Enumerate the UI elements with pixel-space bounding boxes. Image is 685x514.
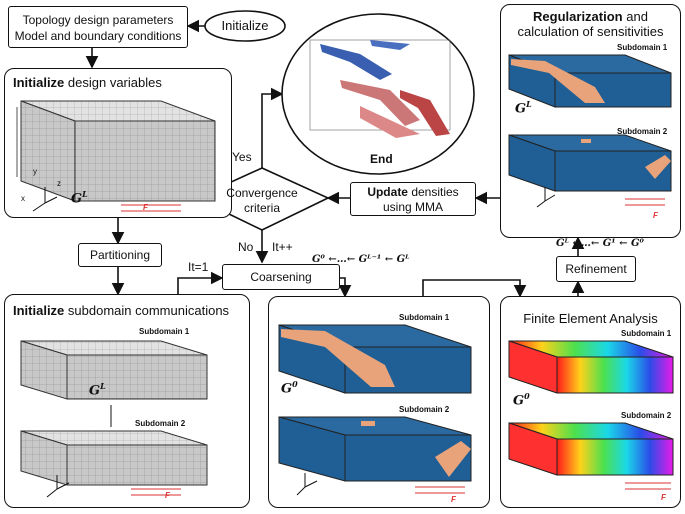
- init-design-title: Initialize design variables: [13, 75, 162, 90]
- subdomain-2-label: Subdomain 2: [399, 405, 450, 414]
- subdomain-1-label: Subdomain 1: [139, 327, 190, 336]
- subdomain-1-label: Subdomain 1: [399, 313, 450, 322]
- subdomain-1-label: Subdomain 1: [617, 43, 668, 52]
- force-label: F: [451, 495, 456, 504]
- convergence-line1: Convergence: [226, 186, 298, 200]
- design-params-line2: Model and boundary conditions: [14, 29, 182, 43]
- end-label: End: [370, 152, 393, 166]
- subdomain-1-label: Subdomain 1: [621, 329, 672, 338]
- force-label: F: [653, 211, 658, 220]
- refinement-label: Refinement: [565, 262, 627, 276]
- yes-label: Yes: [232, 150, 252, 164]
- partitioning-box: Partitioning: [78, 243, 162, 267]
- itpp-label: It++: [272, 240, 293, 254]
- subdomain-2-label: Subdomain 2: [621, 411, 672, 420]
- optimized-structure: [309, 39, 451, 138]
- design-mesh-block: [16, 100, 216, 212]
- regularization-line2: calculation of sensitivities: [517, 24, 664, 39]
- g-level-label: G0: [281, 379, 298, 397]
- fea-panel: Finite Element Analysis Subdomain 1 G0 S…: [500, 296, 681, 508]
- g-level-label: GL: [71, 189, 88, 207]
- coarsening-formula: G⁰ ←…← Gᴸ⁻¹ ← Gᴸ: [312, 254, 410, 265]
- init-design-panel: Initialize design variables y x z GL F: [4, 68, 232, 218]
- coarse-panel: Subdomain 1 G0 Subdomain 2 F: [268, 296, 490, 508]
- update-line2: using MMA: [382, 200, 444, 214]
- subdomain-2-label: Subdomain 2: [135, 419, 186, 428]
- g-level-label: GL: [89, 381, 106, 399]
- partitioning-label: Partitioning: [89, 248, 151, 262]
- subdomain-blocks: [20, 340, 208, 498]
- regularization-panel: Regularization and calculation of sensit…: [500, 4, 681, 238]
- initialize-label: Initialize: [221, 18, 269, 33]
- fea-blocks: [508, 340, 674, 490]
- force-label: F: [165, 491, 170, 500]
- design-params-line1: Topology design parameters: [22, 13, 174, 27]
- axis-y: y: [33, 167, 37, 176]
- coarse-blocks: [278, 324, 472, 496]
- no-label: No: [238, 240, 254, 254]
- update-box: Update densities using MMA: [350, 182, 476, 216]
- axis-x: x: [21, 194, 25, 203]
- coarsening-box: Coarsening: [222, 264, 340, 290]
- init-sub-title: Initialize subdomain communications: [13, 303, 230, 318]
- regularization-blocks: [508, 54, 672, 208]
- design-parameters-box: Topology design parameters Model and bou…: [8, 6, 188, 48]
- coarsening-label: Coarsening: [250, 270, 312, 284]
- init-sub-panel: Initialize subdomain communications Subd…: [4, 294, 250, 508]
- g-level-label: G0: [513, 391, 530, 409]
- g-level-label: GL: [515, 99, 532, 117]
- refinement-box: Refinement: [556, 256, 636, 282]
- refinement-formula: Gᴸ ←…← G¹ ← G⁰: [556, 238, 644, 249]
- subdomain-2-label: Subdomain 2: [617, 127, 668, 136]
- convergence-line2: criteria: [243, 201, 280, 215]
- force-label: F: [661, 493, 666, 502]
- initialize-ellipse: [204, 10, 286, 42]
- it1-label: It=1: [188, 260, 209, 274]
- fea-title: Finite Element Analysis: [523, 311, 658, 326]
- force-label: F: [143, 203, 148, 212]
- axis-z: z: [57, 179, 61, 188]
